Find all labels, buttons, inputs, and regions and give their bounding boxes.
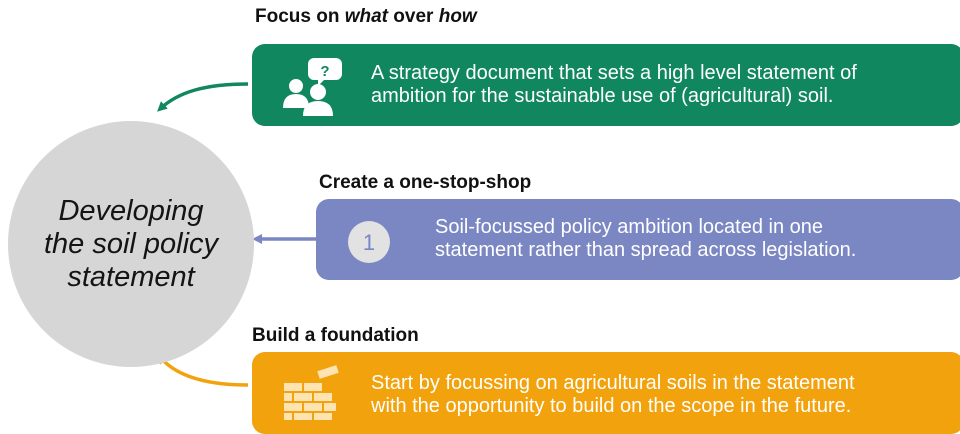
central-title: Developing the soil policy statement [21,195,241,294]
heading-focus-prefix: Focus on [255,6,345,27]
heading-foundation: Build a foundation [252,325,419,346]
box-foundation-line: with the opportunity to build on the sco… [371,395,852,417]
number-one-icon: 1 [348,221,390,263]
box-focus-line: ambition for the sustainable use of (agr… [371,85,834,107]
box-focus-text: A strategy document that sets a high lev… [371,62,857,108]
box-foundation: Start by focussing on agricultural soils… [252,352,960,434]
central-circle: Developing the soil policy statement [8,121,254,367]
svg-text:?: ? [320,63,329,80]
heading-one-stop-shop: Create a one-stop-shop [319,172,532,193]
arrow-focus [157,82,249,112]
central-title-line: statement [67,260,195,293]
heading-focus-what: what [344,6,389,27]
box-foundation-line: Start by focussing on agricultural soils… [371,372,855,394]
svg-text:1: 1 [363,230,375,255]
box-foundation-text: Start by focussing on agricultural soils… [371,372,855,418]
box-focus: ? A strategy document that sets a high l… [252,44,960,126]
arrow-foundation [157,353,249,387]
box-one-stop-shop: 1 Soil-focussed policy ambition located … [316,199,960,280]
central-title-line: the soil policy [43,227,219,260]
box-one-stop-shop-line: statement rather than spread across legi… [435,239,857,261]
heading-focus: Focus on what over how [255,6,477,28]
heading-focus-how: how [438,6,477,27]
people-question-icon: ? [283,58,342,116]
box-focus-line: A strategy document that sets a high lev… [371,62,857,84]
box-one-stop-shop-line: Soil-focussed policy ambition located in… [435,216,823,238]
central-title-line: Developing [58,194,204,227]
brick-wall-icon [284,365,339,420]
box-one-stop-shop-text: Soil-focussed policy ambition located in… [435,216,856,262]
heading-focus-middle: over [388,6,439,27]
